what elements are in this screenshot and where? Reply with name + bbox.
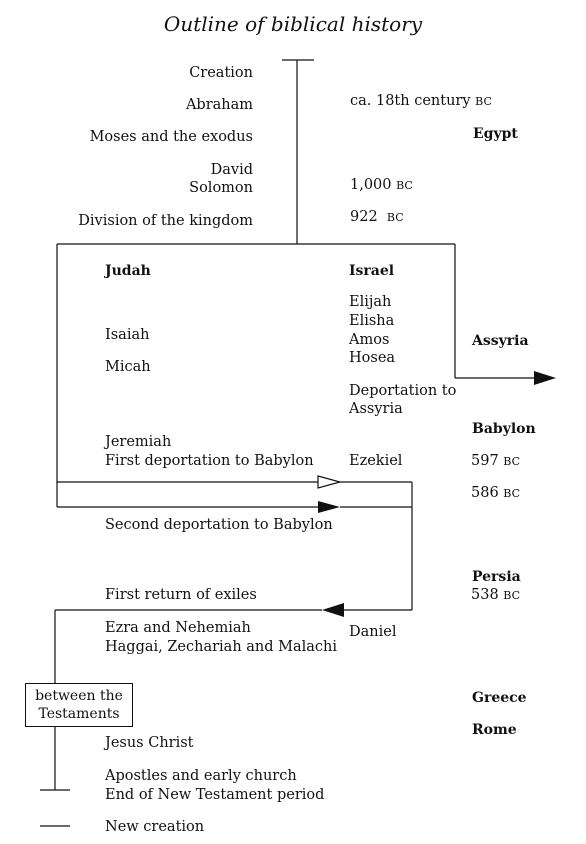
israel-elisha: Elisha: [349, 313, 395, 329]
date-586: 586 BC: [471, 485, 521, 501]
israel-ezekiel: Ezekiel: [349, 453, 403, 469]
nt-new-creation: New creation: [105, 819, 205, 835]
label-division: Division of the kingdom: [78, 213, 253, 229]
power-persia: Persia: [472, 569, 521, 585]
label-david: David: [210, 162, 253, 178]
return-arrowhead: [322, 603, 344, 617]
israel-heading: Israel: [349, 263, 395, 279]
between-line-1: between the: [35, 688, 123, 704]
between-line-2: Testaments: [38, 706, 120, 722]
judah-jeremiah: Jeremiah: [105, 434, 172, 450]
judah-first-deportation: First deportation to Babylon: [105, 453, 314, 469]
israel-daniel: Daniel: [349, 624, 397, 640]
power-greece: Greece: [472, 690, 527, 706]
between-testaments-box: between the Testaments: [25, 683, 133, 727]
date-solomon: 1,000 BC: [350, 177, 413, 193]
judah-micah: Micah: [105, 359, 151, 375]
power-babylon: Babylon: [472, 421, 536, 437]
nt-apostles: Apostles and early church: [105, 768, 297, 784]
judah-first-return: First return of exiles: [105, 587, 257, 603]
israel-hosea: Hosea: [349, 350, 396, 366]
judah-haggai: Haggai, Zechariah and Malachi: [105, 639, 338, 655]
label-solomon: Solomon: [189, 180, 253, 196]
power-assyria: Assyria: [472, 333, 529, 349]
date-abraham: ca. 18th century BC: [350, 93, 492, 109]
assyria-arrowhead: [534, 371, 556, 385]
judah-heading: Judah: [105, 263, 151, 279]
date-division: 922 BC: [350, 209, 404, 225]
israel-elijah: Elijah: [349, 294, 392, 310]
label-abraham: Abraham: [185, 97, 253, 113]
label-creation: Creation: [189, 65, 253, 81]
judah-isaiah: Isaiah: [105, 327, 150, 343]
first-deportation-arrowhead: [317, 475, 343, 489]
israel-deportation-1: Deportation to: [349, 383, 457, 399]
israel-deportation-2: Assyria: [349, 401, 403, 417]
israel-amos: Amos: [349, 332, 390, 348]
power-rome: Rome: [472, 722, 517, 738]
diagram-title: Outline of biblical history: [163, 12, 423, 36]
date-597: 597 BC: [471, 453, 521, 469]
power-egypt: Egypt: [473, 126, 518, 142]
nt-end: End of New Testament period: [105, 787, 325, 803]
nt-jesus: Jesus Christ: [105, 735, 194, 751]
judah-second-deportation: Second deportation to Babylon: [105, 517, 333, 533]
date-538: 538 BC: [471, 587, 521, 603]
second-deportation-arrowhead: [318, 501, 340, 513]
label-moses: Moses and the exodus: [89, 129, 253, 145]
judah-ezra: Ezra and Nehemiah: [105, 620, 251, 636]
